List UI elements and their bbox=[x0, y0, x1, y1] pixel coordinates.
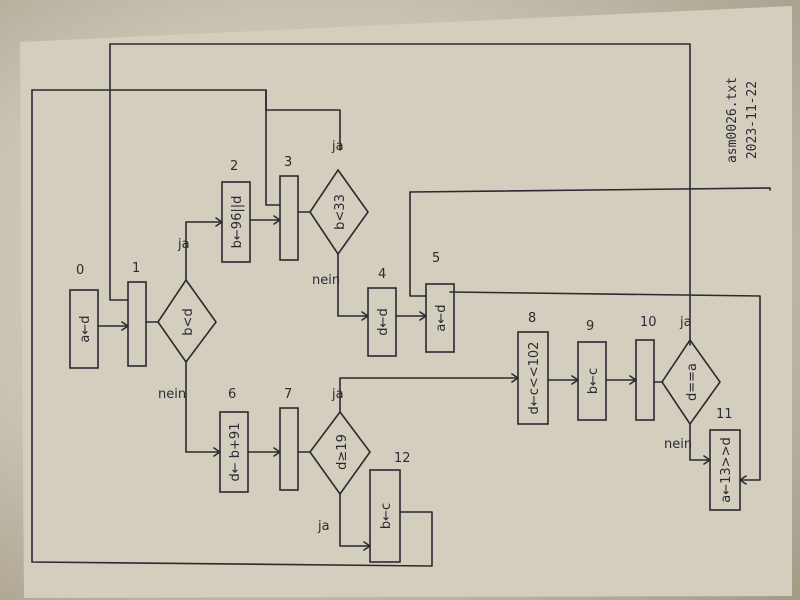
box-11 bbox=[709, 429, 741, 511]
label-nein-da: nein bbox=[664, 437, 692, 452]
box-10-num: 10 bbox=[640, 315, 657, 330]
node-5: a←d 5 bbox=[425, 251, 455, 353]
box-7 bbox=[279, 407, 299, 491]
box-5-num: 5 bbox=[432, 251, 440, 266]
label-ja-d19: ja bbox=[331, 387, 344, 402]
local-connectors bbox=[97, 211, 711, 547]
arrowhead-7 bbox=[273, 447, 281, 457]
label-nein-bd: nein bbox=[158, 387, 186, 402]
edge-d19-12 bbox=[339, 493, 371, 547]
box-11-num: 11 bbox=[716, 407, 733, 422]
decision-b-lt-33: b<33 ja nein bbox=[309, 139, 369, 288]
label-ja-bd: ja bbox=[177, 237, 190, 252]
node-1: 1 bbox=[127, 261, 147, 367]
box-5-text: a←d bbox=[434, 304, 449, 331]
arrowheads bbox=[121, 215, 747, 551]
node-3: 3 bbox=[279, 155, 299, 261]
file-header: asm0026.txt 2023-11-22 bbox=[725, 77, 760, 163]
box-5 bbox=[425, 283, 455, 353]
line-5-to-11 bbox=[449, 291, 761, 481]
box-1 bbox=[127, 281, 147, 367]
loop-line-top bbox=[109, 43, 691, 346]
box-0-num: 0 bbox=[76, 263, 84, 278]
arrowhead-4 bbox=[361, 311, 369, 321]
arrowhead-3 bbox=[273, 215, 281, 225]
decision-d-eq-a: d==a ja nein bbox=[661, 315, 721, 452]
loop-line-to-1 bbox=[109, 43, 129, 301]
label-nein-b33: nein bbox=[312, 273, 340, 288]
diamond-b-lt-d-text: b<d bbox=[181, 308, 196, 335]
arrowhead-2 bbox=[215, 217, 223, 227]
box-11-text: a←13>>d bbox=[719, 437, 734, 502]
box-9-text: b←c bbox=[586, 368, 601, 394]
node-12: b←c 12 bbox=[369, 451, 411, 563]
loop-line-outer bbox=[31, 89, 433, 567]
box-3 bbox=[279, 175, 299, 261]
diamond-b-lt-33-text: b<33 bbox=[333, 194, 348, 230]
label-ja-b33: ja bbox=[331, 139, 344, 154]
edge-bd-2 bbox=[185, 221, 223, 281]
line-into-3 bbox=[265, 89, 281, 206]
label-ja-da: ja bbox=[679, 315, 692, 330]
box-12-num: 12 bbox=[394, 451, 411, 466]
paper-sheet bbox=[20, 6, 792, 598]
edge-bd-6 bbox=[185, 361, 221, 453]
edge-da-11 bbox=[689, 423, 711, 461]
box-3-num: 3 bbox=[284, 155, 292, 170]
box-7-num: 7 bbox=[284, 387, 292, 402]
box-1-num: 1 bbox=[132, 261, 140, 276]
box-2-text: b←96||d bbox=[230, 196, 245, 249]
diamond-d-ge-19-text: d≥19 bbox=[335, 434, 350, 470]
arrowhead-12 bbox=[363, 541, 371, 551]
box-4-text: d←d bbox=[376, 308, 391, 335]
box-12 bbox=[369, 469, 401, 563]
node-11: a←13>>d 11 bbox=[709, 407, 741, 511]
box-9-num: 9 bbox=[586, 319, 594, 334]
arrowhead-11b bbox=[739, 475, 747, 485]
file-name-text: asm0026.txt bbox=[725, 77, 740, 163]
arrowhead-1 bbox=[121, 321, 129, 331]
box-0-text: a←d bbox=[78, 315, 93, 342]
arrowhead-8 bbox=[511, 373, 519, 383]
line-top-5 bbox=[409, 187, 771, 193]
box-12-text: b←c bbox=[379, 503, 394, 529]
arrowhead-5 bbox=[419, 311, 427, 321]
box-4 bbox=[367, 287, 397, 357]
date-text: 2023-11-22 bbox=[745, 81, 760, 159]
node-4: d←d 4 bbox=[367, 267, 397, 357]
box-4-num: 4 bbox=[378, 267, 386, 282]
node-8: d←c<<102 8 bbox=[517, 311, 549, 425]
box-2-num: 2 bbox=[230, 159, 238, 174]
arrowhead-10 bbox=[629, 375, 637, 385]
box-8-num: 8 bbox=[528, 311, 536, 326]
box-6-text: d← b+91 bbox=[228, 423, 243, 482]
arrowhead-11 bbox=[703, 455, 711, 465]
node-9: b←c 9 bbox=[577, 319, 607, 421]
edge-d19-8 bbox=[339, 377, 519, 413]
connector-lines bbox=[31, 43, 771, 567]
diamond-d-eq-a-text: d==a bbox=[685, 363, 700, 401]
label-ja-d19-second: ja bbox=[317, 519, 330, 534]
line-into-5 bbox=[409, 191, 427, 297]
arrowhead-6 bbox=[213, 447, 221, 457]
box-9 bbox=[577, 341, 607, 421]
arrowhead-9 bbox=[571, 375, 579, 385]
edge-b33-4 bbox=[337, 253, 369, 317]
node-7: 7 bbox=[279, 387, 299, 491]
node-0: a←d 0 bbox=[69, 263, 99, 369]
box-0 bbox=[69, 289, 99, 369]
box-8-text: d←c<<102 bbox=[527, 342, 542, 415]
box-6-num: 6 bbox=[228, 387, 236, 402]
